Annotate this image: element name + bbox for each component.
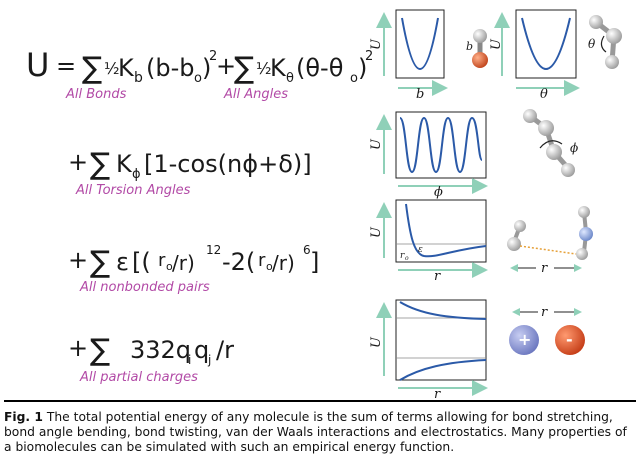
plot4-u-label: U: [369, 226, 384, 238]
plot-bond-stretch: U b: [369, 9, 448, 102]
vdw-molecules: r: [507, 206, 593, 276]
vdw-open: [(: [132, 248, 151, 276]
angle-molecule: θ: [588, 15, 622, 69]
plot3-x-label: ϕ: [434, 185, 443, 200]
angle-zero-sub: o: [350, 71, 358, 86]
plot-angle-bend: U θ: [489, 9, 580, 102]
plot2-u-label: U: [489, 38, 504, 50]
bond-constant: K: [118, 54, 135, 82]
plus-sign-4: +: [68, 334, 88, 362]
angle-difference: (θ-θ: [296, 54, 343, 82]
energy-symbol: U: [26, 46, 49, 84]
note-all-partial-charges: All partial charges: [79, 370, 198, 385]
plot-vdw: r o ε U r: [369, 199, 488, 284]
sum-symbol-torsion: ∑: [90, 147, 110, 182]
negative-sign: -: [566, 330, 573, 349]
figure-caption: Fig. 1 The total potential energy of any…: [4, 410, 636, 455]
vdw-r0-second-sub: o: [266, 260, 273, 273]
plus-sign-2: +: [68, 148, 88, 176]
torsion-molecule: ϕ: [523, 109, 578, 177]
torsion-label: ϕ: [570, 141, 578, 155]
plot-torsion: U ϕ: [369, 111, 488, 200]
positive-ion: [509, 325, 539, 355]
vdw-minus-two: -2(: [222, 248, 255, 276]
note-all-torsion-angles: All Torsion Angles: [75, 183, 191, 198]
plot1-x-label: b: [416, 87, 424, 102]
sum-symbol-charges: ∑: [90, 333, 110, 368]
torsion-term: + ∑ K ϕ [1-cos(nϕ+δ)] All Torsion Angles: [68, 147, 312, 198]
angle-square: 2: [365, 49, 373, 64]
vdw-over-r-first: /r): [172, 251, 195, 275]
charge-q-j: q: [194, 336, 209, 364]
equals-sign: =: [56, 52, 76, 80]
plot4-x-label: r: [434, 269, 441, 284]
half-angles: ½: [256, 59, 272, 78]
caption-text: The total potential energy of any molecu…: [4, 410, 627, 454]
angle-close: ): [358, 54, 367, 82]
sum-symbol-angles: ∑: [234, 51, 254, 86]
vdw-epsilon: ε: [116, 248, 129, 276]
torsion-constant-sub: ϕ: [132, 167, 141, 182]
angle-constant: K: [270, 54, 287, 82]
bond-molecule: b: [466, 29, 488, 68]
charge-distance-label: r: [541, 305, 548, 320]
sum-symbol-vdw: ∑: [90, 245, 110, 280]
bond-close: ): [202, 54, 211, 82]
plus-sign-1: +: [216, 52, 236, 80]
vdw-r0-label-sub: o: [405, 255, 409, 262]
vdw-term: + ∑ ε [( r o /r) 12 -2( r o /r) 6 ] All …: [68, 243, 319, 295]
plus-sign-3: +: [68, 246, 88, 274]
coulomb-prefix: 332q: [130, 336, 191, 364]
charge-i-sub: i: [188, 353, 191, 367]
caption-divider: [4, 400, 636, 402]
vdw-r0-label: r: [400, 251, 405, 261]
plot5-u-label: U: [369, 336, 384, 348]
bond-constant-sub: b: [134, 70, 143, 86]
plot-electrostatic: U r: [369, 299, 488, 400]
note-all-nonbonded-pairs: All nonbonded pairs: [79, 280, 210, 295]
plot3-u-label: U: [369, 138, 384, 150]
vdw-exponent-12: 12: [206, 243, 221, 257]
bond-angle-terms: U = ∑ ½ K b (b-b o ) 2 + ∑ ½ K θ (θ-θ o …: [26, 46, 373, 102]
vdw-r0-second: r: [258, 250, 266, 271]
energy-function-figure: U = ∑ ½ K b (b-b o ) 2 + ∑ ½ K θ (θ-θ o …: [26, 9, 622, 400]
torsion-constant: K: [116, 150, 133, 178]
torsion-expression: [1-cos(nϕ+δ)]: [144, 150, 312, 178]
electrostatic-term: + ∑ 332q i q j /r All partial charges: [68, 333, 234, 385]
caption-label: Fig. 1: [4, 410, 43, 424]
plot2-x-label: θ: [540, 87, 548, 102]
bond-length-label: b: [466, 40, 473, 53]
plot5-x-label: r: [434, 387, 441, 400]
bond-square: 2: [209, 49, 217, 64]
plot1-u-label: U: [369, 38, 384, 50]
vdw-distance-label: r: [541, 261, 548, 276]
angle-constant-sub: θ: [286, 71, 294, 86]
negative-ion: [555, 325, 585, 355]
bond-difference: (b-b: [146, 54, 195, 82]
sum-symbol-bonds: ∑: [82, 51, 102, 86]
vdw-r0-first: r: [158, 250, 166, 271]
vdw-exponent-6: 6: [303, 243, 311, 257]
positive-sign: +: [518, 330, 531, 349]
vdw-over-r-second: /r): [272, 251, 295, 275]
vdw-close: ]: [310, 248, 319, 276]
angle-label: θ: [588, 37, 596, 51]
vdw-r0-first-sub: o: [166, 260, 173, 273]
charge-j-sub: j: [207, 353, 211, 367]
bond-zero-sub: o: [194, 71, 202, 86]
note-all-angles: All Angles: [223, 87, 288, 102]
charge-pair: r + -: [509, 305, 585, 355]
over-r: /r: [216, 336, 234, 364]
note-all-bonds: All Bonds: [65, 87, 127, 102]
vdw-epsilon-label: ε: [418, 245, 423, 255]
half-bonds: ½: [104, 59, 120, 78]
